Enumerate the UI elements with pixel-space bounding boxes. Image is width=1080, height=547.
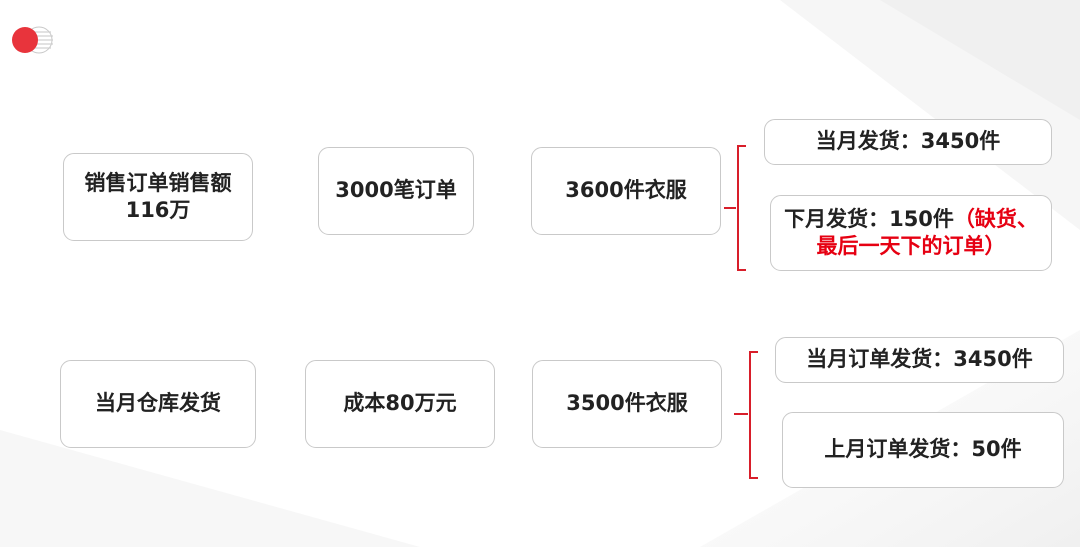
ship-next-month-text: 下月发货：150件（缺货、最后一天下的订单） <box>779 206 1043 261</box>
orders-box: 3000笔订单 <box>318 147 474 235</box>
red-half-circle-logo <box>12 26 53 54</box>
sales-order-box: 销售订单销售额116万 <box>63 153 253 241</box>
sales-order-text: 销售订单销售额116万 <box>84 170 232 222</box>
clothes-3600-box: 3600件衣服 <box>531 147 721 235</box>
ship-this-month-text: 当月发货：3450件 <box>815 129 1001 154</box>
ship-next-month-note: （缺货、最后一天下的订单） <box>816 206 1038 258</box>
bracket-row2 <box>734 351 758 479</box>
warehouse-text: 当月仓库发货 <box>95 391 221 416</box>
clothes-3600-text: 3600件衣服 <box>565 178 687 203</box>
ship-last-month-orders-box: 上月订单发货：50件 <box>782 412 1064 488</box>
bracket-row1 <box>724 145 746 271</box>
clothes-3500-text: 3500件衣服 <box>566 391 688 416</box>
clothes-3500-box: 3500件衣服 <box>532 360 722 448</box>
ship-next-month-main: 下月发货：150件 <box>784 206 954 231</box>
orders-text: 3000笔订单 <box>335 178 457 203</box>
ship-this-month-orders-box: 当月订单发货：3450件 <box>775 337 1064 383</box>
ship-this-month-orders-text: 当月订单发货：3450件 <box>806 347 1033 372</box>
ship-next-month-box: 下月发货：150件（缺货、最后一天下的订单） <box>770 195 1052 271</box>
warehouse-box: 当月仓库发货 <box>60 360 256 448</box>
ship-last-month-orders-text: 上月订单发货：50件 <box>824 437 1022 462</box>
cost-text: 成本80万元 <box>343 391 457 416</box>
cost-box: 成本80万元 <box>305 360 495 448</box>
ship-this-month-box: 当月发货：3450件 <box>764 119 1052 165</box>
